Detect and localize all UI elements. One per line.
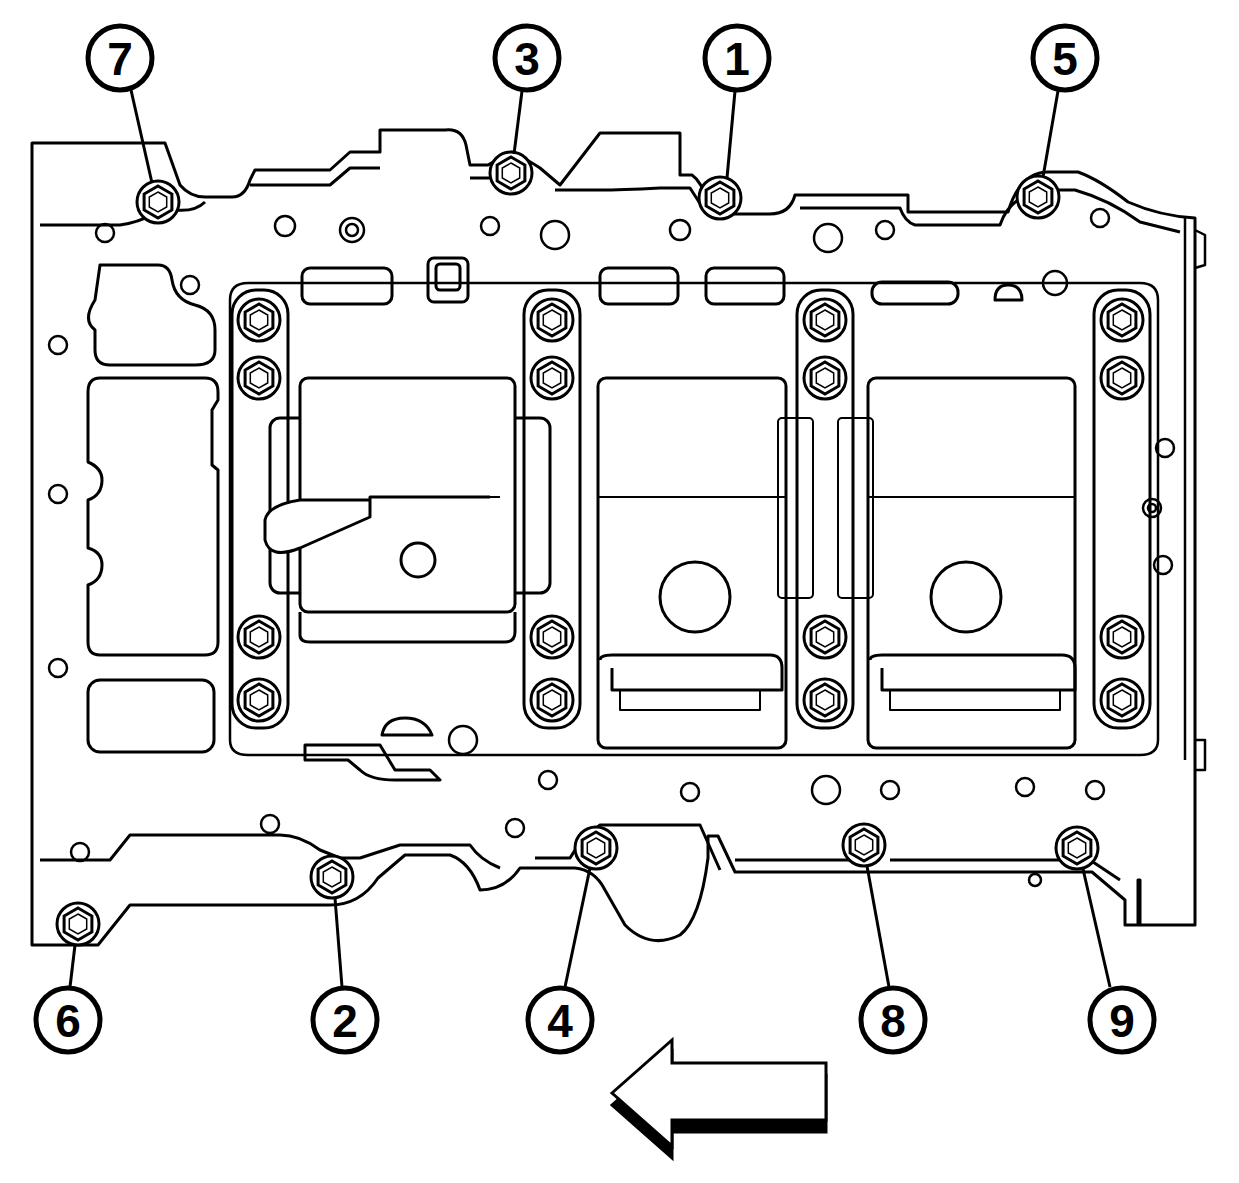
front-arrow (612, 1040, 826, 1158)
callout-number: 4 (547, 998, 573, 1044)
callout-circles (36, 26, 1154, 1052)
callout-number: 7 (107, 36, 133, 82)
pan-window (88, 680, 214, 752)
oil-pipe (265, 497, 490, 553)
bolt-hole (401, 543, 435, 577)
callout-number: 1 (724, 36, 750, 82)
callout-number: 2 (332, 998, 358, 1044)
slot (872, 282, 958, 304)
crank-area (230, 283, 1158, 755)
slot (995, 285, 1022, 300)
sequence-bolts (57, 152, 1098, 945)
callout-number: 6 (55, 998, 81, 1044)
slot (302, 268, 392, 304)
bearing-hole (660, 562, 730, 632)
flange-line (40, 825, 1120, 880)
callout-number: 9 (1109, 998, 1135, 1044)
pan-outline (89, 265, 216, 365)
bearing-cap (300, 612, 515, 642)
boss (436, 264, 460, 290)
bearing-hole (931, 562, 1001, 632)
cap-bar (797, 290, 853, 728)
cap-bar (1094, 290, 1150, 728)
bearing-cap (300, 378, 515, 612)
small-holes (49, 209, 1174, 886)
slot (706, 268, 784, 304)
callout-number: 3 (514, 36, 540, 82)
boss (305, 745, 440, 780)
leader-lines (70, 90, 1110, 987)
bearing-cap (868, 378, 1075, 748)
slot (600, 268, 678, 304)
bearing-cap (598, 378, 786, 748)
callout-number: 5 (1052, 36, 1078, 82)
block-outline (32, 130, 1195, 945)
pan-outline (88, 378, 218, 655)
flange-line (40, 168, 1180, 232)
callout-number: 8 (880, 998, 906, 1044)
cap-bolts (238, 299, 1143, 721)
boss (428, 258, 468, 302)
boss (382, 718, 432, 735)
cap-bar (524, 290, 580, 728)
